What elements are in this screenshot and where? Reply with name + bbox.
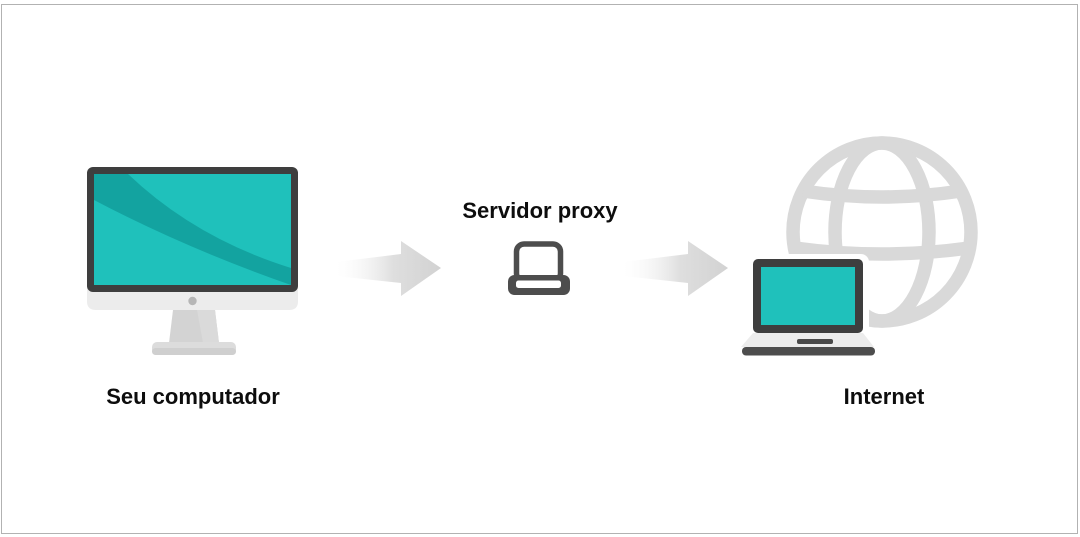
right-arrow-icon xyxy=(336,241,441,296)
node-label-internet: Internet xyxy=(843,384,925,409)
node-label-computer: Seu computador xyxy=(106,384,280,409)
camera-dot xyxy=(188,296,197,306)
right-arrow-icon xyxy=(623,241,728,296)
desktop-computer-icon xyxy=(87,167,298,355)
globe-icon xyxy=(786,136,978,328)
proxy-laptop-outline-icon xyxy=(508,241,570,295)
node-label-proxy: Servidor proxy xyxy=(462,198,618,223)
laptop-icon xyxy=(735,254,881,358)
